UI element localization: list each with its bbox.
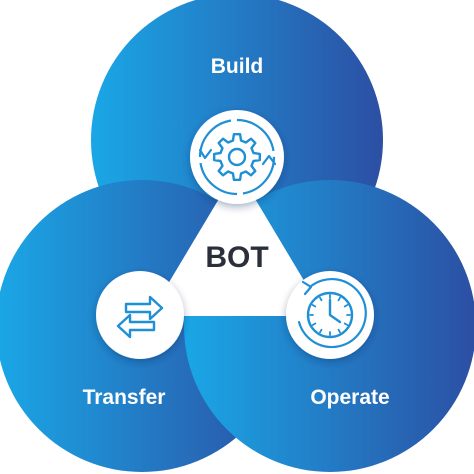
transfer-label: Transfer [83,386,166,409]
transfer-arrows-icon [96,271,184,359]
center-triangle [154,180,320,316]
center-label: BOT [205,241,268,274]
clock-icon [286,271,374,359]
build-label: Build [211,55,264,78]
clock-tick [319,328,323,334]
clock-tick [311,322,317,326]
clock-tick [343,304,349,308]
clock-tick [337,328,341,334]
clock-tick [319,296,323,302]
gear-outline [213,133,261,181]
operate-label: Operate [310,386,389,409]
clock-tick [343,322,349,326]
gear-icon [190,110,284,204]
clock-tick [337,296,341,302]
clock-tick [311,304,317,308]
